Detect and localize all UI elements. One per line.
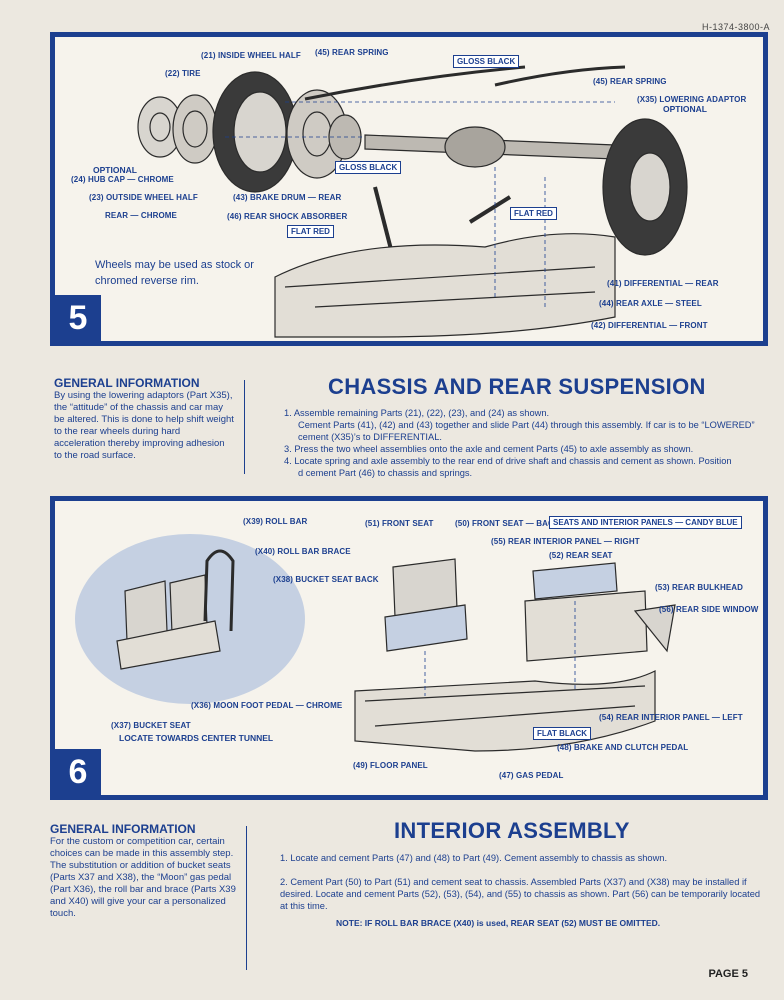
label-inside-wheel-half: (21) INSIDE WHEEL HALF [201, 51, 301, 60]
step5-divider [244, 380, 245, 474]
label-color-box: SEATS AND INTERIOR PANELS — CANDY BLUE [549, 516, 742, 529]
label-rear-bulkhead: (53) REAR BULKHEAD [655, 583, 744, 592]
label-gloss-black-mid: GLOSS BLACK [335, 161, 402, 174]
label-floor-panel: (49) FLOOR PANEL [353, 761, 428, 770]
document-reference: H-1374-3800-A [701, 22, 770, 32]
step5-steps: 1. Assemble remaining Parts (21), (22), … [284, 407, 764, 479]
step6-general-info-title: GENERAL INFORMATION [50, 822, 196, 836]
label-optional-left: OPTIONAL [93, 165, 137, 175]
label-rear-interior-right: (55) REAR INTERIOR PANEL — RIGHT [491, 537, 640, 546]
label-differential-front: (42) DIFFERENTIAL — FRONT [591, 321, 708, 330]
step6-steps: 1. Locate and cement Parts (47) and (48)… [280, 852, 764, 912]
step6-step-line: 2. Cement Part (50) to Part (51) and cem… [280, 877, 761, 911]
step5-general-info-text: By using the lowering adaptors (Part X35… [54, 390, 234, 461]
label-rear-side-window: (56) REAR SIDE WINDOW [659, 605, 759, 614]
label-differential-rear: (41) DIFFERENTIAL — REAR [607, 279, 719, 288]
step5-general-info-title: GENERAL INFORMATION [54, 376, 200, 390]
label-tire: (22) TIRE [165, 69, 201, 78]
label-hub-cap: (24) HUB CAP — CHROME [71, 175, 174, 184]
label-brake-clutch: (48) BRAKE AND CLUTCH PEDAL [557, 743, 689, 752]
step5-number: 5 [55, 295, 101, 341]
step5-step-line: Cement Parts (41), (42) and (43) togethe… [298, 420, 755, 430]
step5-step-line: 1. Assemble remaining Parts (21), (22), … [284, 408, 550, 418]
step6-step-line: 1. Locate and cement Parts (47) and (48)… [280, 853, 668, 863]
label-bucket-seat: (X37) BUCKET SEAT [111, 721, 191, 730]
step5-step-line: 3. Press the two wheel assemblies onto t… [284, 444, 694, 454]
step5-step-line: cement (X35)’s to DIFFERENTIAL. [298, 432, 442, 442]
step6-note: NOTE: IF ROLL BAR BRACE (X40) is used, R… [336, 918, 661, 928]
label-rear-spring-top: (45) REAR SPRING [315, 48, 389, 57]
label-flat-red-right: FLAT RED [510, 207, 557, 220]
label-rear-axle: (44) REAR AXLE — STEEL [599, 299, 702, 308]
step6-panel: (X39) ROLL BAR (X40) ROLL BAR BRACE (X38… [50, 496, 768, 800]
label-shock-absorber: (46) REAR SHOCK ABSORBER [227, 212, 348, 221]
step5-step-line: d cement Part (46) to chassis and spring… [298, 468, 473, 478]
label-gas-pedal: (47) GAS PEDAL [499, 771, 564, 780]
step5-step-line: 4. Locate spring and axle assembly to th… [284, 456, 732, 466]
label-bucket-seat-back: (X38) BUCKET SEAT BACK [273, 575, 379, 584]
label-roll-bar-brace: (X40) ROLL BAR BRACE [255, 547, 351, 556]
label-gloss-black-top: GLOSS BLACK [453, 55, 520, 68]
label-rear-interior-left: (54) REAR INTERIOR PANEL — LEFT [599, 713, 743, 722]
step6-divider [246, 826, 247, 970]
label-brake-drum: (43) BRAKE DRUM — REAR [233, 193, 342, 202]
label-flat-black: FLAT BLACK [533, 727, 592, 740]
label-roll-bar: (X39) ROLL BAR [243, 517, 308, 526]
label-lowering-adaptor: (X35) LOWERING ADAPTOR [637, 95, 747, 104]
step6-illustration [75, 534, 676, 752]
label-rear-spring-right: (45) REAR SPRING [593, 77, 667, 86]
label-rear-chrome: REAR — CHROME [105, 211, 177, 220]
label-outside-wheel-half: (23) OUTSIDE WHEEL HALF [89, 193, 198, 202]
label-optional-right: OPTIONAL [663, 104, 707, 114]
step6-number: 6 [55, 749, 101, 795]
step6-general-info-text: For the custom or competition car, certa… [50, 836, 236, 919]
label-locate-tunnel: LOCATE TOWARDS CENTER TUNNEL [119, 733, 274, 743]
wheel-note: Wheels may be used as stock or chromed r… [95, 259, 254, 287]
step5-title: CHASSIS AND REAR SUSPENSION [328, 374, 706, 399]
page-number: PAGE 5 [708, 968, 748, 980]
step5-illustration [137, 65, 688, 338]
step6-title: INTERIOR ASSEMBLY [394, 818, 630, 843]
label-front-seat-back: (50) FRONT SEAT — BACK [455, 519, 560, 528]
label-moon-pedal: (X36) MOON FOOT PEDAL — CHROME [191, 701, 343, 710]
label-front-seat: (51) FRONT SEAT [365, 519, 434, 528]
label-rear-seat: (52) REAR SEAT [549, 551, 613, 560]
label-flat-red-left: FLAT RED [287, 225, 334, 238]
step5-panel: (21) INSIDE WHEEL HALF (45) REAR SPRING … [50, 32, 768, 346]
